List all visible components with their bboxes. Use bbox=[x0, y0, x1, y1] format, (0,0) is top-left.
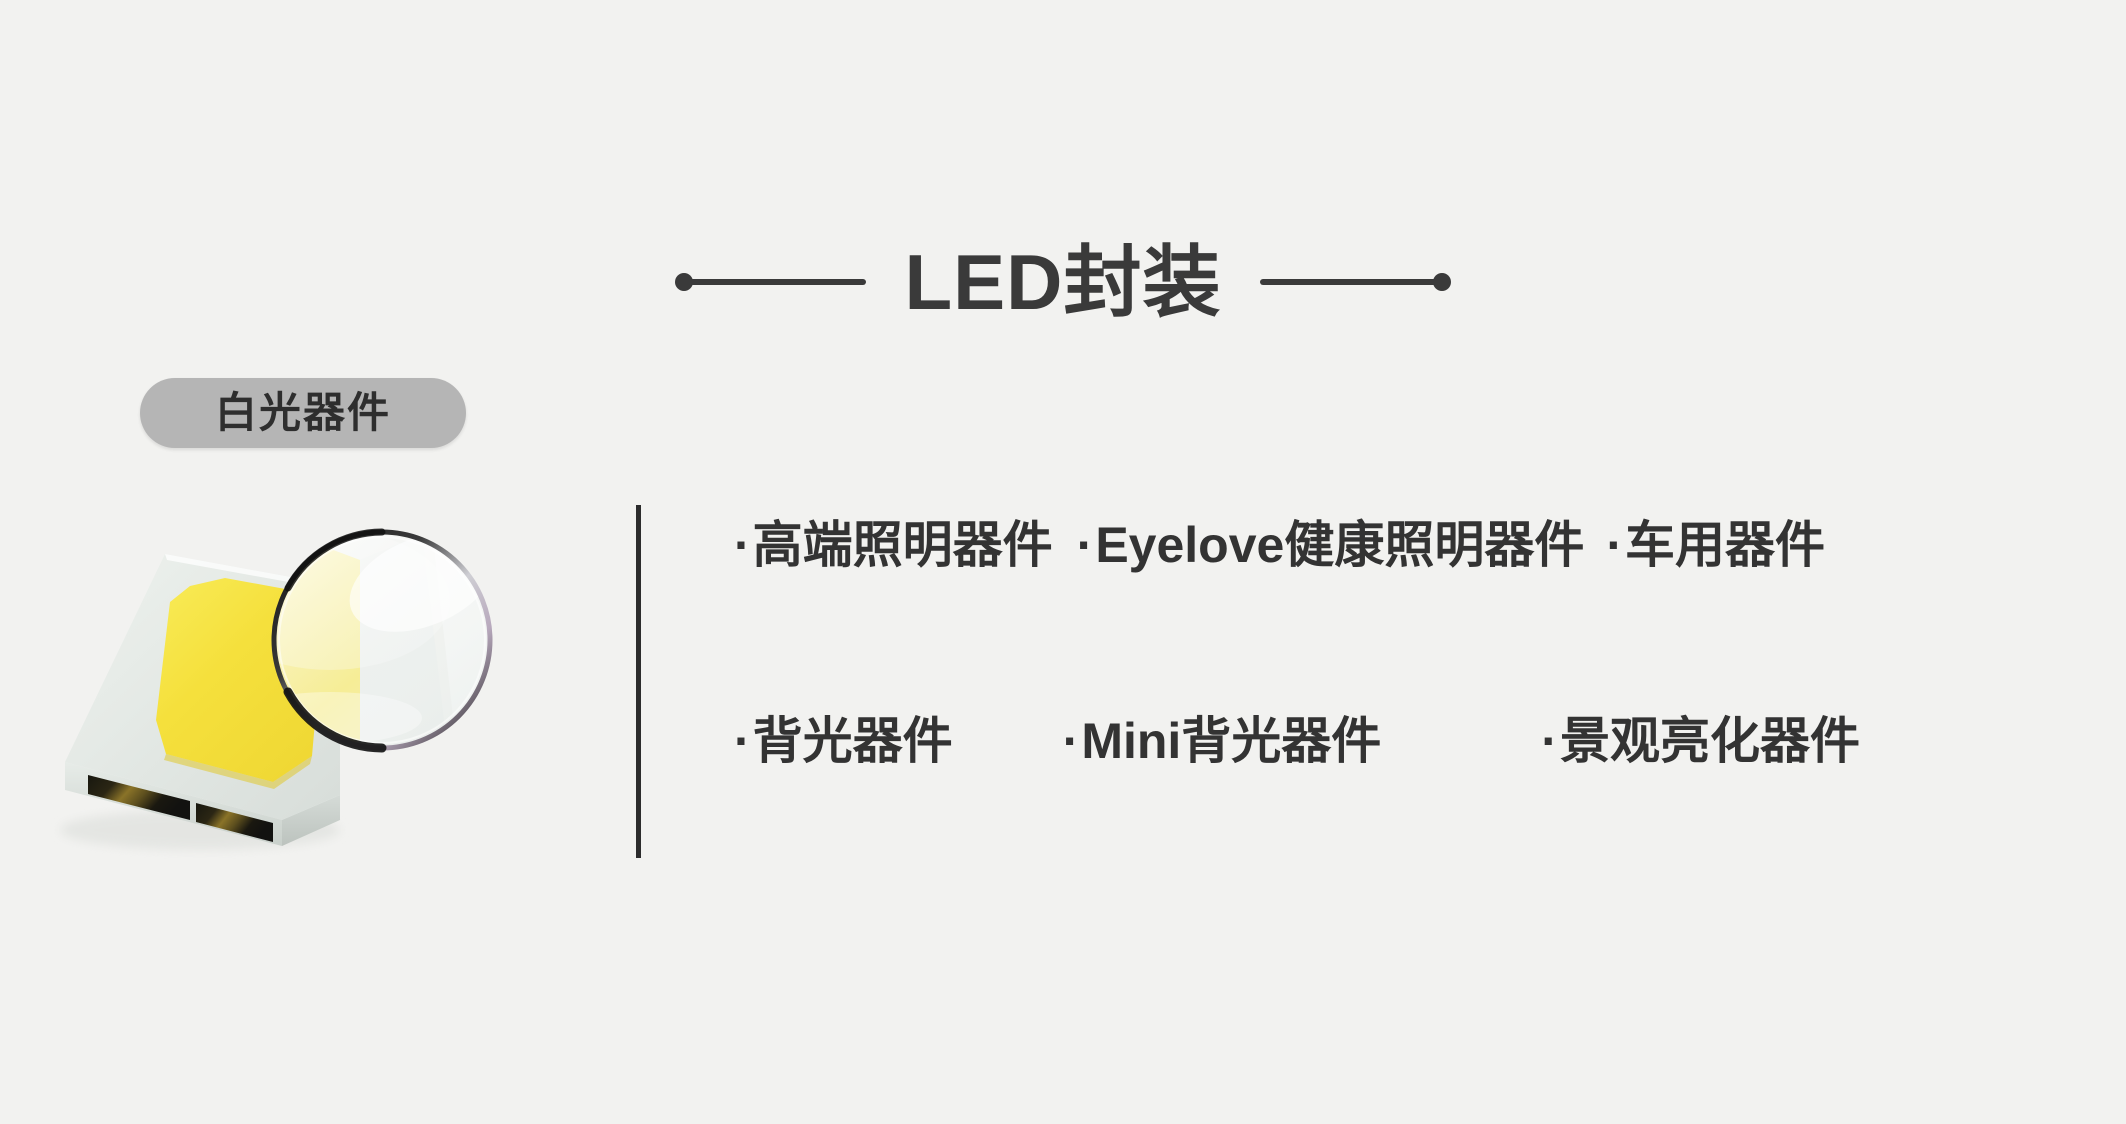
feature-label: Eyelove健康照明器件 bbox=[1095, 517, 1585, 573]
feature-row-1: ·高端照明器件 ·Eyelove健康照明器件 ·车用器件 bbox=[726, 520, 2116, 716]
feature-label: 景观亮化器件 bbox=[1559, 713, 1860, 769]
feature-item-eyelove-health-lighting: ·Eyelove健康照明器件 bbox=[1077, 520, 1585, 570]
feature-label: 车用器件 bbox=[1624, 517, 1825, 573]
title-decoration-right bbox=[1259, 272, 1451, 292]
led-product-photo bbox=[30, 490, 560, 880]
vertical-divider bbox=[636, 505, 641, 858]
bullet-icon: · bbox=[1606, 517, 1623, 573]
feature-item-backlight: ·背光器件 bbox=[734, 716, 953, 766]
led-package-illustration bbox=[60, 528, 493, 850]
feature-label: Mini背光器件 bbox=[1081, 713, 1382, 769]
bullet-icon: · bbox=[734, 517, 751, 573]
feature-item-landscape-lighting: ·景观亮化器件 bbox=[1541, 716, 1860, 766]
decoration-line-left bbox=[688, 279, 867, 285]
category-badge-label: 白光器件 bbox=[214, 389, 391, 436]
bullet-icon: · bbox=[1076, 517, 1094, 573]
decoration-line-right bbox=[1259, 279, 1438, 285]
page-title: LED封装 bbox=[904, 238, 1222, 326]
bullet-icon: · bbox=[1541, 713, 1558, 769]
category-badge-white-light: 白光器件 bbox=[140, 378, 466, 448]
title-decoration-left bbox=[675, 272, 867, 292]
page-title-block: LED封装 bbox=[0, 222, 2126, 342]
feature-item-high-end-lighting: ·高端照明器件 bbox=[734, 520, 1053, 570]
feature-label: 高端照明器件 bbox=[752, 517, 1053, 573]
decoration-dot-right bbox=[1432, 273, 1451, 291]
bullet-icon: · bbox=[1062, 713, 1080, 769]
decoration-dot-left bbox=[675, 273, 694, 291]
feature-item-mini-backlight: ·Mini背光器件 bbox=[1063, 716, 1382, 766]
feature-item-automotive: ·车用器件 bbox=[1606, 520, 1825, 570]
bullet-icon: · bbox=[734, 713, 751, 769]
feature-label: 背光器件 bbox=[752, 713, 953, 769]
feature-list: ·高端照明器件 ·Eyelove健康照明器件 ·车用器件 ·背光器件 ·Mini… bbox=[726, 520, 2116, 912]
feature-row-2: ·背光器件 ·Mini背光器件 ·景观亮化器件 bbox=[726, 716, 2116, 912]
